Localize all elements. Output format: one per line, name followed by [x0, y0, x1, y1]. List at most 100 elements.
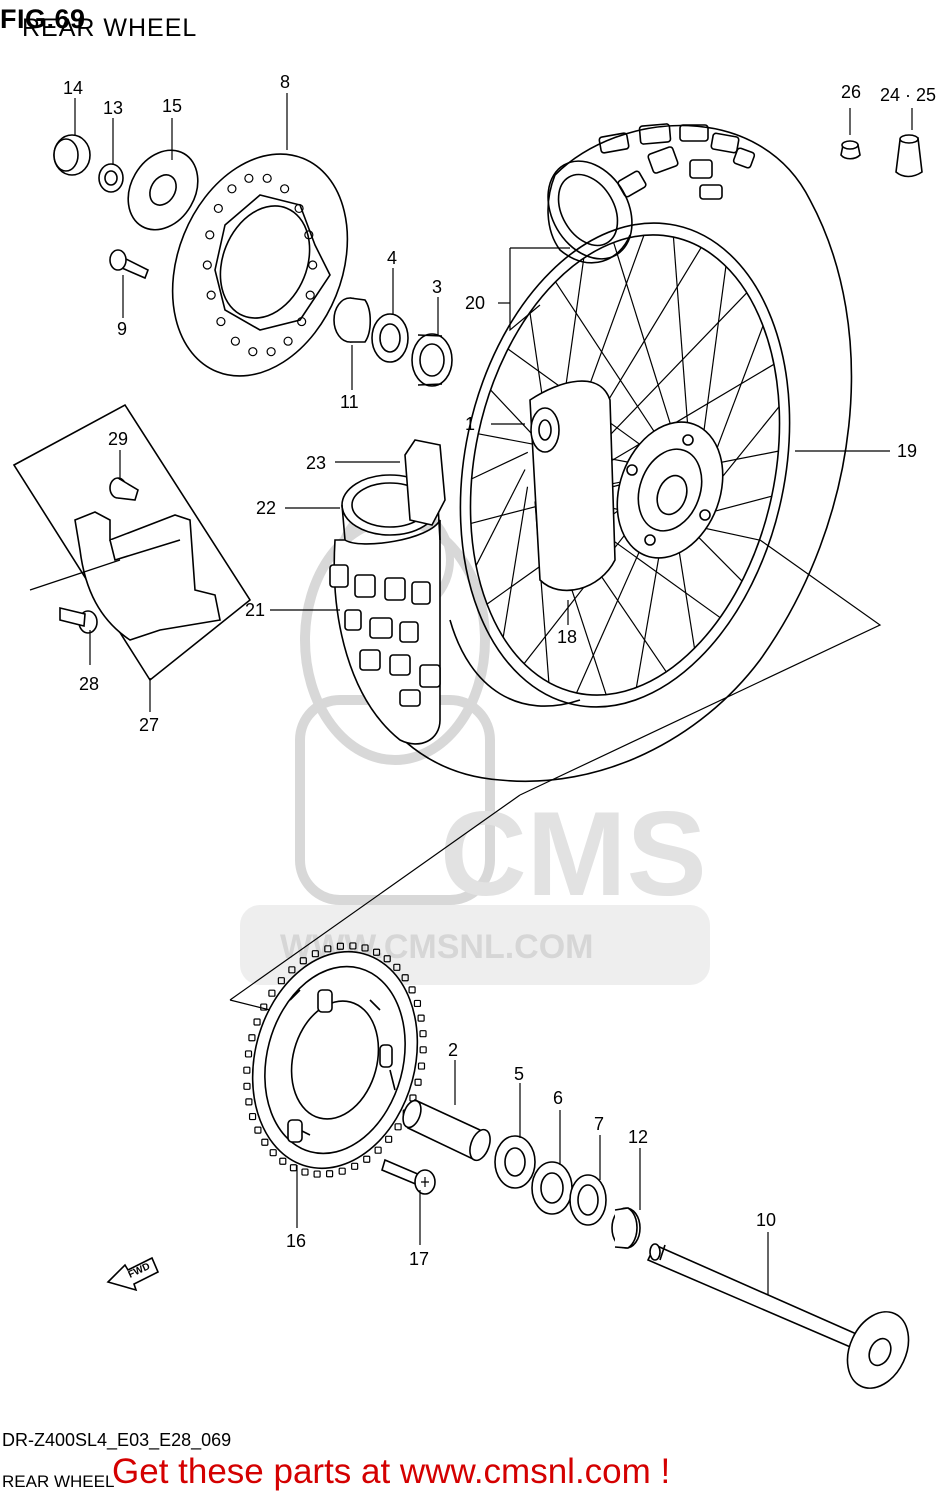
spoke — [555, 281, 665, 447]
sprocket-tooth — [324, 945, 332, 953]
callout-10: 10 — [756, 1210, 776, 1230]
sprocket-tooth — [419, 1046, 427, 1054]
cta-link[interactable]: Get these parts at www.cmsnl.com ! — [112, 1452, 671, 1491]
callout-7: 7 — [594, 1114, 604, 1134]
callout-21: 21 — [245, 600, 265, 620]
leader-lines — [74, 93, 913, 1295]
spoke — [471, 451, 529, 480]
callout-9: 9 — [117, 319, 127, 339]
sprocket-tooth — [414, 1078, 422, 1086]
disc-hole — [304, 230, 314, 240]
sprocket-tooth — [269, 1149, 277, 1157]
figure-title: FIG.69 — [0, 4, 86, 34]
sprocket-tooth — [301, 1168, 309, 1176]
sprocket-tooth — [363, 1155, 371, 1163]
callout-5: 5 — [514, 1064, 524, 1084]
callout-15: 15 — [162, 96, 182, 116]
sprocket-tooth — [313, 1170, 321, 1178]
spoke — [502, 486, 529, 638]
spoke — [672, 237, 691, 453]
sprocket-tooth — [288, 966, 296, 974]
callout-28: 28 — [79, 674, 99, 694]
disc-hole — [262, 173, 272, 183]
callout-27: 27 — [139, 715, 159, 735]
tube-and-rim-band — [329, 439, 446, 745]
brake-disc-holes — [202, 173, 318, 357]
sprocket-tooth — [385, 1135, 393, 1143]
valve-cap-and-nut — [840, 134, 923, 178]
spoke — [635, 533, 664, 688]
callout-17: 17 — [409, 1249, 429, 1269]
sprocket-tooth — [349, 942, 357, 950]
spacer-seal-bearing — [333, 297, 453, 387]
callout-1: 1 — [465, 414, 475, 434]
callout-6: 6 — [553, 1088, 563, 1108]
disc-hole — [294, 203, 304, 214]
disc-hole — [230, 336, 240, 346]
sprocket-tooth — [417, 1014, 425, 1022]
sprocket-tooth — [311, 950, 319, 958]
callout-13: 13 — [103, 98, 123, 118]
disc-hole — [202, 260, 212, 270]
callout-11: 11 — [340, 392, 359, 412]
callout-3: 3 — [432, 277, 442, 297]
sprocket-tooth — [268, 989, 276, 997]
figure-subtitle: REAR WHEEL — [22, 14, 198, 42]
sprocket-tooth — [253, 1018, 261, 1026]
wheel-spokes — [470, 235, 780, 695]
sprocket-tooth — [383, 955, 391, 963]
rear-tire-19 — [344, 123, 853, 782]
sprocket-tooth — [419, 1030, 427, 1038]
callout-14: 14 — [63, 78, 83, 98]
callout-2: 2 — [448, 1040, 458, 1060]
sprocket-tooth — [393, 963, 401, 971]
sprocket-tooth — [244, 1050, 253, 1058]
sprocket-tooth — [417, 1062, 426, 1070]
sprocket-tooth — [361, 944, 369, 952]
callout-24-25: 24 · 25 — [880, 85, 936, 105]
rear-hub-1 — [529, 380, 724, 592]
sprocket-tooth — [243, 1082, 251, 1090]
callout-4: 4 — [387, 248, 397, 268]
sprocket-tooth — [245, 1098, 253, 1106]
chain-guard-27 — [12, 403, 252, 682]
disc-hole — [305, 290, 315, 300]
callout-19: 19 — [897, 441, 917, 461]
spoke — [475, 469, 526, 566]
sprocket-tooth — [289, 1164, 298, 1172]
bolt-17 — [381, 1158, 436, 1195]
callout-23: 23 — [306, 453, 326, 473]
sprocket-tooth — [408, 986, 416, 994]
disc-hole — [280, 184, 290, 194]
small-parts-top-left — [53, 134, 199, 280]
watermark-logo-text: CMS — [440, 787, 707, 921]
disc-hole — [205, 230, 215, 240]
disc-hole — [308, 260, 318, 270]
disc-hole — [283, 336, 293, 346]
sprocket-tooth — [261, 1138, 269, 1146]
callout-18: 18 — [557, 627, 577, 647]
axle-10 — [646, 1243, 910, 1389]
callout-26: 26 — [841, 82, 861, 102]
callout-16: 16 — [286, 1231, 306, 1251]
sprocket-tooth — [338, 1167, 346, 1175]
callout-20: 20 — [465, 293, 485, 313]
sprocket-tooth — [336, 942, 345, 950]
sprocket-tooth — [325, 1170, 334, 1178]
sprocket-tooth — [248, 1112, 257, 1121]
disc-hole — [216, 316, 226, 327]
sprocket-teeth — [243, 942, 427, 1178]
guide-lines — [29, 539, 882, 1011]
cms-watermark: CMS WWW.CMSNL.COM — [240, 501, 710, 985]
spoke — [594, 363, 775, 472]
sprocket-tooth — [277, 977, 285, 985]
brake-disc-8 — [171, 153, 349, 377]
spoke — [576, 526, 651, 694]
disc-hole — [227, 184, 237, 194]
sprocket-tooth — [254, 1126, 262, 1134]
spoke — [523, 514, 642, 664]
sprocket-tooth — [413, 999, 422, 1008]
spoke — [613, 242, 678, 447]
callout-12: 12 — [628, 1127, 648, 1147]
